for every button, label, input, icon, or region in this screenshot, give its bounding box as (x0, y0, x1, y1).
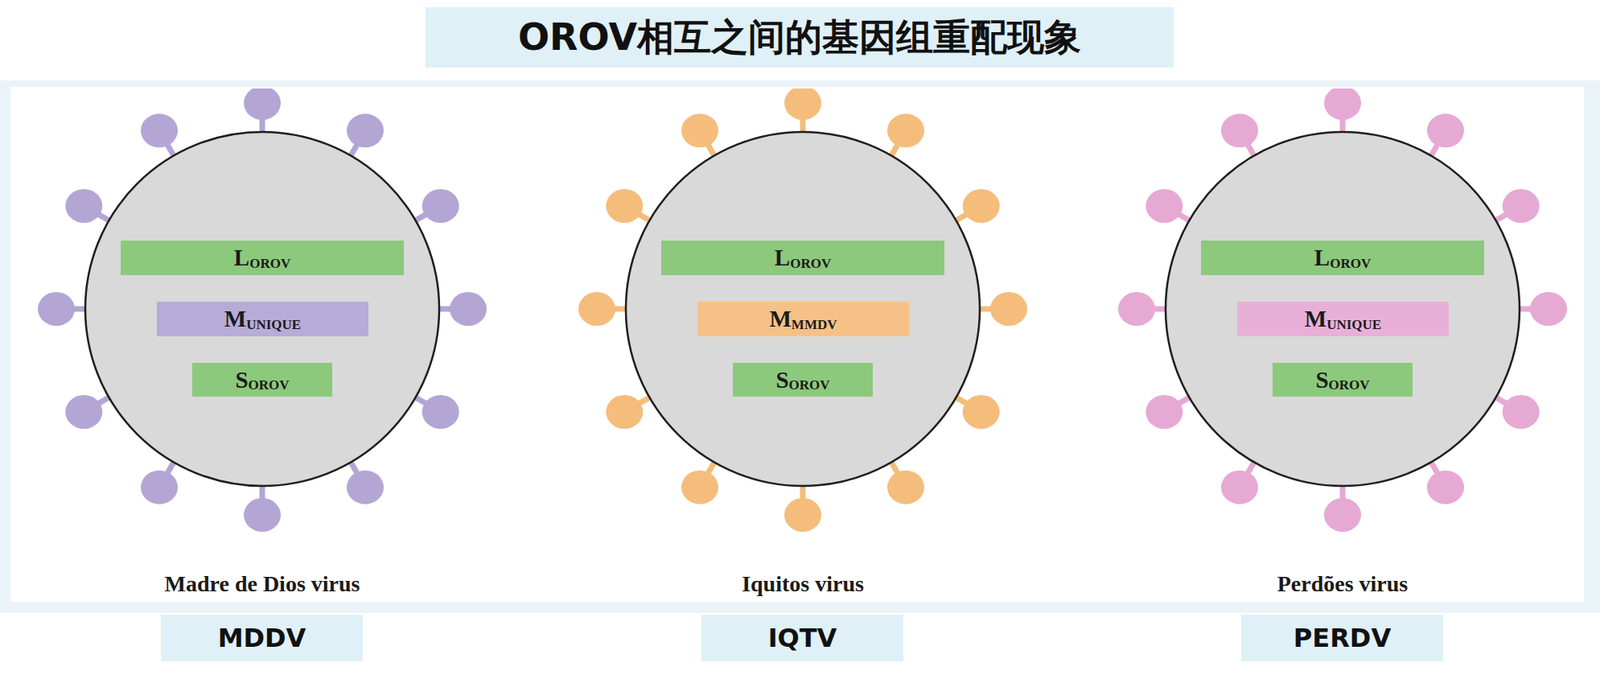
spike-bulb (1221, 113, 1259, 148)
segment-origin: OROV (248, 377, 290, 394)
white-panel (10, 86, 1584, 602)
virus-name: Madre de Dios virus (37, 571, 488, 597)
spike-bulb (578, 292, 616, 326)
spike-bulb (962, 394, 1000, 429)
genome-segment: MUNIQUE (156, 301, 369, 337)
spike-bulb (962, 189, 1000, 223)
virus-name: Perdões virus (1117, 571, 1568, 597)
spike-bulb (1324, 88, 1362, 120)
spike-bulb (887, 113, 925, 148)
spike-bulb (605, 189, 643, 223)
spike-bulb (681, 113, 719, 148)
title-text: OROV相互之间的基因组重配现象 (518, 12, 1082, 63)
spike-bulb (346, 470, 384, 505)
spike-bulb (1145, 189, 1183, 223)
segment-letter: S (1315, 366, 1329, 394)
segment-origin: OROV (789, 377, 831, 394)
spike-bulb (140, 470, 178, 505)
spike-bulb (1530, 292, 1568, 326)
genome-segment: MMMDV (697, 301, 909, 337)
spike-bulb (990, 292, 1028, 326)
segment-letter: M (1304, 305, 1327, 333)
spike-bulb (887, 470, 925, 505)
spike-bulb (37, 292, 75, 326)
spike-bulb (1324, 497, 1362, 532)
spike-bulb (1118, 292, 1156, 326)
genome-segment: SOROV (1272, 362, 1413, 397)
segment-letter: S (234, 366, 248, 394)
abbreviation-box: IQTV (701, 614, 904, 662)
segment-origin: OROV (1329, 255, 1371, 272)
genome-segment: MUNIQUE (1237, 301, 1449, 337)
spike-bulb (605, 394, 643, 429)
spike-bulb (65, 394, 103, 429)
title-box: OROV相互之间的基因组重配现象 (425, 7, 1174, 68)
spike-bulb (1502, 189, 1540, 223)
segment-letter: M (224, 305, 247, 333)
segment-letter: L (774, 244, 790, 272)
spike-bulb (449, 292, 487, 326)
spike-bulb (1427, 113, 1465, 148)
virus-particle: Perdões virusLOROVMUNIQUESOROV (1117, 88, 1568, 612)
spike-bulb (243, 497, 281, 532)
spike-bulb (140, 113, 178, 148)
virus-outline (37, 88, 488, 612)
segment-letter: M (769, 305, 791, 333)
segment-letter: L (1314, 244, 1330, 272)
outer-band (0, 80, 1600, 613)
virus-particle: Iquitos virusLOROVMMMDVSOROV (577, 88, 1029, 612)
virus-envelope (625, 131, 980, 486)
spike-bulb (422, 189, 460, 223)
segment-letter: S (775, 366, 789, 394)
virus-name: Iquitos virus (577, 571, 1029, 597)
genome-segment: LOROV (1201, 240, 1485, 276)
spike-bulb (784, 88, 822, 120)
segment-origin: MMDV (791, 316, 838, 334)
spike-bulb (1502, 394, 1540, 429)
virus-abbreviation: MDDV (217, 622, 307, 654)
virus-particle: Madre de Dios virusLOROVMUNIQUESOROV (37, 88, 488, 612)
virus-envelope (1165, 131, 1520, 486)
abbreviation-box: MDDV (160, 614, 363, 662)
virus-envelope (85, 131, 440, 486)
spike-bulb (1221, 470, 1259, 505)
spike-bulb (681, 470, 719, 505)
segment-letter: L (234, 244, 250, 272)
genome-segment: SOROV (732, 362, 873, 397)
spike-bulb (784, 497, 822, 532)
genome-segment: SOROV (192, 362, 333, 397)
spike-bulb (1145, 394, 1183, 429)
spike-bulb (1427, 470, 1465, 505)
genome-segment: LOROV (661, 240, 945, 276)
segment-origin: UNIQUE (246, 316, 301, 334)
spike-bulb (422, 394, 460, 429)
virus-abbreviation: IQTV (768, 622, 838, 654)
virus-abbreviation: PERDV (1293, 622, 1391, 654)
virus-outline (1117, 88, 1568, 612)
spike-bulb (243, 88, 281, 120)
abbreviation-box: PERDV (1241, 614, 1444, 662)
virus-outline (577, 88, 1029, 612)
genome-segment: LOROV (120, 240, 404, 276)
segment-origin: OROV (249, 255, 291, 272)
spike-bulb (346, 113, 384, 148)
spike-bulb (65, 189, 103, 223)
segment-origin: OROV (1328, 377, 1370, 394)
segment-origin: UNIQUE (1326, 316, 1382, 334)
segment-origin: OROV (789, 255, 831, 272)
